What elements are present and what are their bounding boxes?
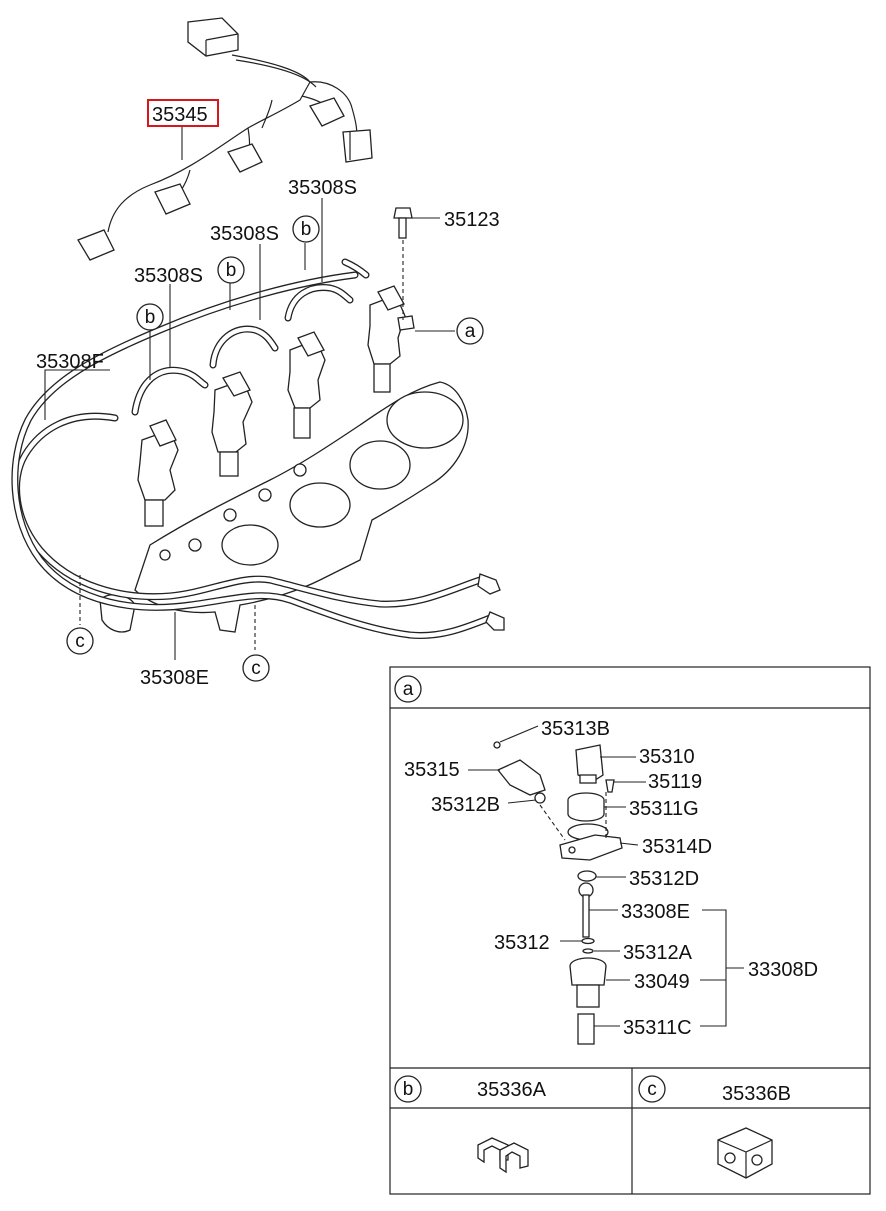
callout-a: a bbox=[456, 317, 484, 345]
callout-circles: a b b b c c bbox=[66, 215, 484, 682]
detail-a-labels: 35313B 35310 35315 35119 35312B 35311G 3… bbox=[404, 718, 818, 1039]
wiring-harness bbox=[77, 17, 373, 261]
detail-c: c 35336B bbox=[638, 1075, 791, 1179]
svg-text:a: a bbox=[465, 321, 476, 342]
detail-a-badge: a bbox=[394, 675, 422, 703]
svg-text:c: c bbox=[251, 658, 261, 679]
label-hose-2: 35308S bbox=[210, 223, 279, 245]
svg-text:c: c bbox=[75, 631, 85, 652]
label-grommet: 35312B bbox=[431, 794, 500, 816]
callout-b-3: b bbox=[136, 303, 164, 331]
label-ring-small: 35312 bbox=[494, 932, 550, 954]
label-hose-1: 35308S bbox=[288, 177, 357, 199]
main-leader-lines bbox=[44, 126, 455, 660]
callout-c-2: c bbox=[242, 654, 270, 682]
label-injector: 35310 bbox=[639, 746, 695, 768]
intake-manifold bbox=[99, 381, 469, 633]
label-pipe-f: 35308F bbox=[36, 351, 104, 373]
label-hose-3: 35308S bbox=[134, 265, 203, 287]
detail-b-part-label: 35336A bbox=[477, 1079, 547, 1101]
label-pipe-e: 35308E bbox=[140, 667, 209, 689]
label-oring-top: 35312D bbox=[629, 868, 699, 890]
detail-c-part-label: 35336B bbox=[722, 1083, 791, 1105]
svg-text:a: a bbox=[403, 679, 414, 700]
harness-highlight-box bbox=[147, 99, 219, 127]
detail-panel: a bbox=[389, 666, 871, 1195]
clip-35336a-icon bbox=[477, 1137, 529, 1174]
svg-text:b: b bbox=[226, 260, 237, 281]
fuel-injectors bbox=[137, 207, 415, 527]
label-bolt: 35123 bbox=[444, 209, 500, 231]
detail-a-exploded-view bbox=[493, 741, 623, 1045]
detail-b: b 35336A bbox=[394, 1075, 547, 1174]
label-assembly: 33308D bbox=[748, 959, 818, 981]
main-labels: 35345 35308S 35308S 35308S 35123 35308F … bbox=[36, 99, 500, 689]
label-bracket-bolt: 35119 bbox=[648, 771, 702, 793]
svg-text:b: b bbox=[403, 1079, 414, 1100]
callout-b-1: b bbox=[292, 215, 320, 243]
fuel-pipes bbox=[11, 271, 505, 640]
label-nozzle: 35311C bbox=[623, 1017, 692, 1039]
detail-a-leaders bbox=[468, 725, 744, 1027]
label-cup: 35311G bbox=[629, 798, 699, 820]
label-bracket: 35315 bbox=[404, 759, 460, 781]
label-harness: 35345 bbox=[152, 104, 208, 126]
label-body: 33049 bbox=[634, 971, 690, 993]
svg-text:b: b bbox=[301, 219, 312, 240]
label-ring-a: 35312A bbox=[623, 942, 693, 964]
callout-c-1: c bbox=[66, 627, 94, 655]
label-needle: 33308E bbox=[621, 901, 690, 923]
label-holder: 35314D bbox=[642, 836, 712, 858]
clip-35336b-icon bbox=[717, 1127, 773, 1179]
svg-text:c: c bbox=[647, 1079, 657, 1100]
fuel-hoses bbox=[131, 258, 370, 416]
label-screw: 35313B bbox=[541, 718, 610, 740]
svg-text:b: b bbox=[145, 307, 156, 328]
callout-b-2: b bbox=[217, 256, 245, 284]
